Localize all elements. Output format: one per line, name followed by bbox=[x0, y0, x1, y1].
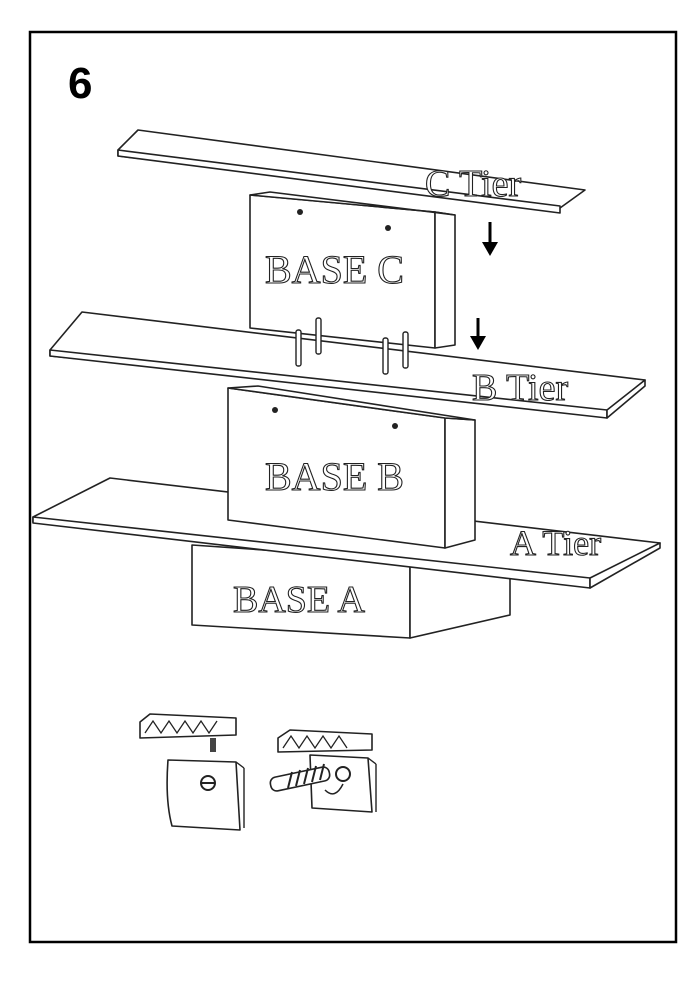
base-a-label: BASE A bbox=[233, 579, 366, 621]
dowel-pins bbox=[295, 317, 409, 375]
down-arrow-icon bbox=[470, 318, 486, 350]
base-b: BASE B bbox=[227, 385, 476, 549]
frame bbox=[28, 30, 678, 944]
base-c: BASE C bbox=[249, 191, 456, 349]
base-c-label: BASE C bbox=[265, 247, 404, 292]
c-tier-label: C Tier bbox=[425, 163, 521, 205]
a-tier-label: A Tier bbox=[510, 523, 601, 563]
fastener-detail-top bbox=[139, 713, 245, 831]
base-a: BASE A bbox=[191, 544, 511, 639]
down-arrow-icon bbox=[482, 222, 498, 256]
fastener-detail-side bbox=[269, 729, 377, 813]
base-b-label: BASE B bbox=[265, 454, 404, 499]
c-tier-shelf: C Tier bbox=[117, 129, 586, 214]
step-number: 6 bbox=[68, 59, 92, 108]
b-tier-shelf: B Tier bbox=[49, 311, 646, 419]
b-tier-label: B Tier bbox=[472, 367, 568, 409]
